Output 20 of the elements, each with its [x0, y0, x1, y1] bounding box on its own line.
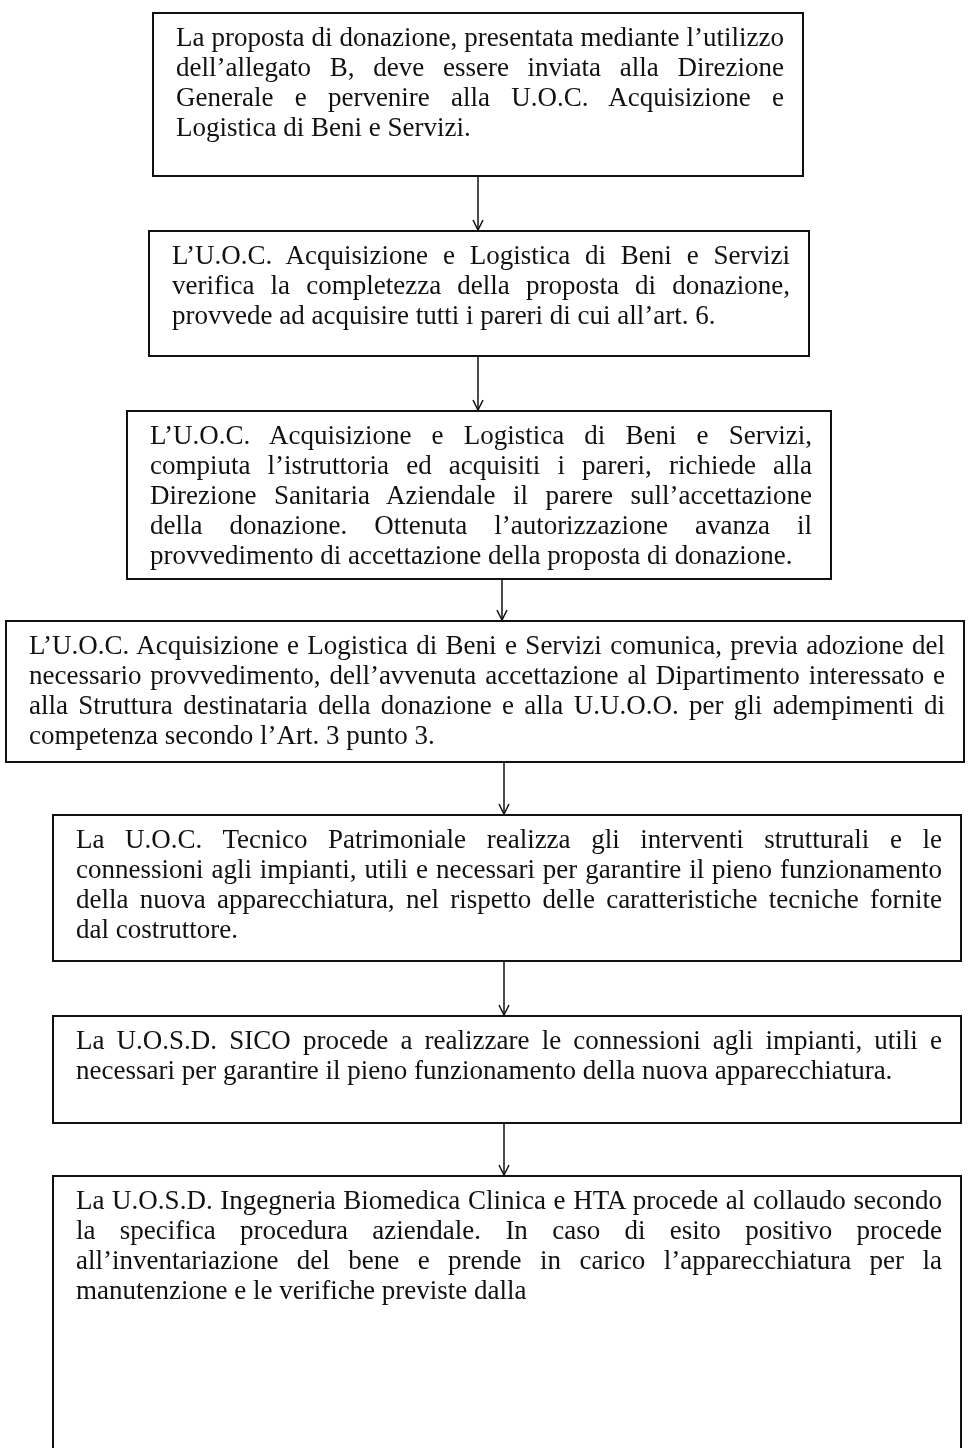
arrow	[472, 176, 484, 231]
step-text: La U.O.C. Tecnico Patrimoniale realizza gli interventi strutturali e le connessioni agli impianti, utili e necessari per garantire il pieno funzionamento della nuova apparecchiatura, nel rispetto delle caratteristiche tecniche fornite dal costruttore.	[76, 824, 942, 944]
arrow	[498, 762, 510, 815]
arrow	[498, 1123, 510, 1176]
arrow	[498, 961, 510, 1016]
process-box	[152, 12, 804, 177]
process-box	[52, 1175, 962, 1448]
process-box	[52, 814, 962, 962]
step-text: L’U.O.C. Acquisizione e Logistica di Beni e Servizi verifica la completezza della proposta di donazione, provvede ad acquisire tutti i pareri di cui all’art. 6.	[172, 240, 790, 330]
step-text: L’U.O.C. Acquisizione e Logistica di Beni e Servizi comunica, previa adozione del necessario provvedimento, dell’avvenuta accettazione al Dipartimento interessato e alla Struttura destinataria della donazione e alla U.U.O.O. per gli adempimenti di competenza secondo l’Art. 3 punto 3.	[29, 630, 945, 750]
arrow	[472, 356, 484, 411]
process-box	[52, 1015, 962, 1124]
step-text: La proposta di donazione, presentata mediante l’utilizzo dell’allegato B, deve essere inviata alla Direzione Generale e pervenire alla U.O.C. Acquisizione e Logistica di Beni e Servizi.	[176, 22, 784, 142]
process-box	[5, 620, 965, 763]
step-text: La U.O.S.D. Ingegneria Biomedica Clinica e HTA procede al collaudo secondo la specifica procedura aziendale. In caso di esito positivo procede all’inventariazione del bene e prende in carico l’apparecchiatura per la manutenzione e le verifiche previste dalla	[76, 1185, 942, 1305]
arrow	[496, 579, 508, 621]
step-text: La U.O.S.D. SICO procede a realizzare le connessioni agli impianti, utili e necessari per garantire il pieno funzionamento della nuova apparecchiatura.	[76, 1025, 942, 1085]
step-text: L’U.O.C. Acquisizione e Logistica di Beni e Servizi, compiuta l’istruttoria ed acquisiti i pareri, richiede alla Direzione Sanitaria Aziendale il parere sull’accettazione della donazione. Ottenuta l’autorizzazione avanza il provvedimento di accettazione della proposta di donazione.	[150, 420, 812, 570]
process-box	[148, 230, 810, 357]
process-box	[126, 410, 832, 580]
